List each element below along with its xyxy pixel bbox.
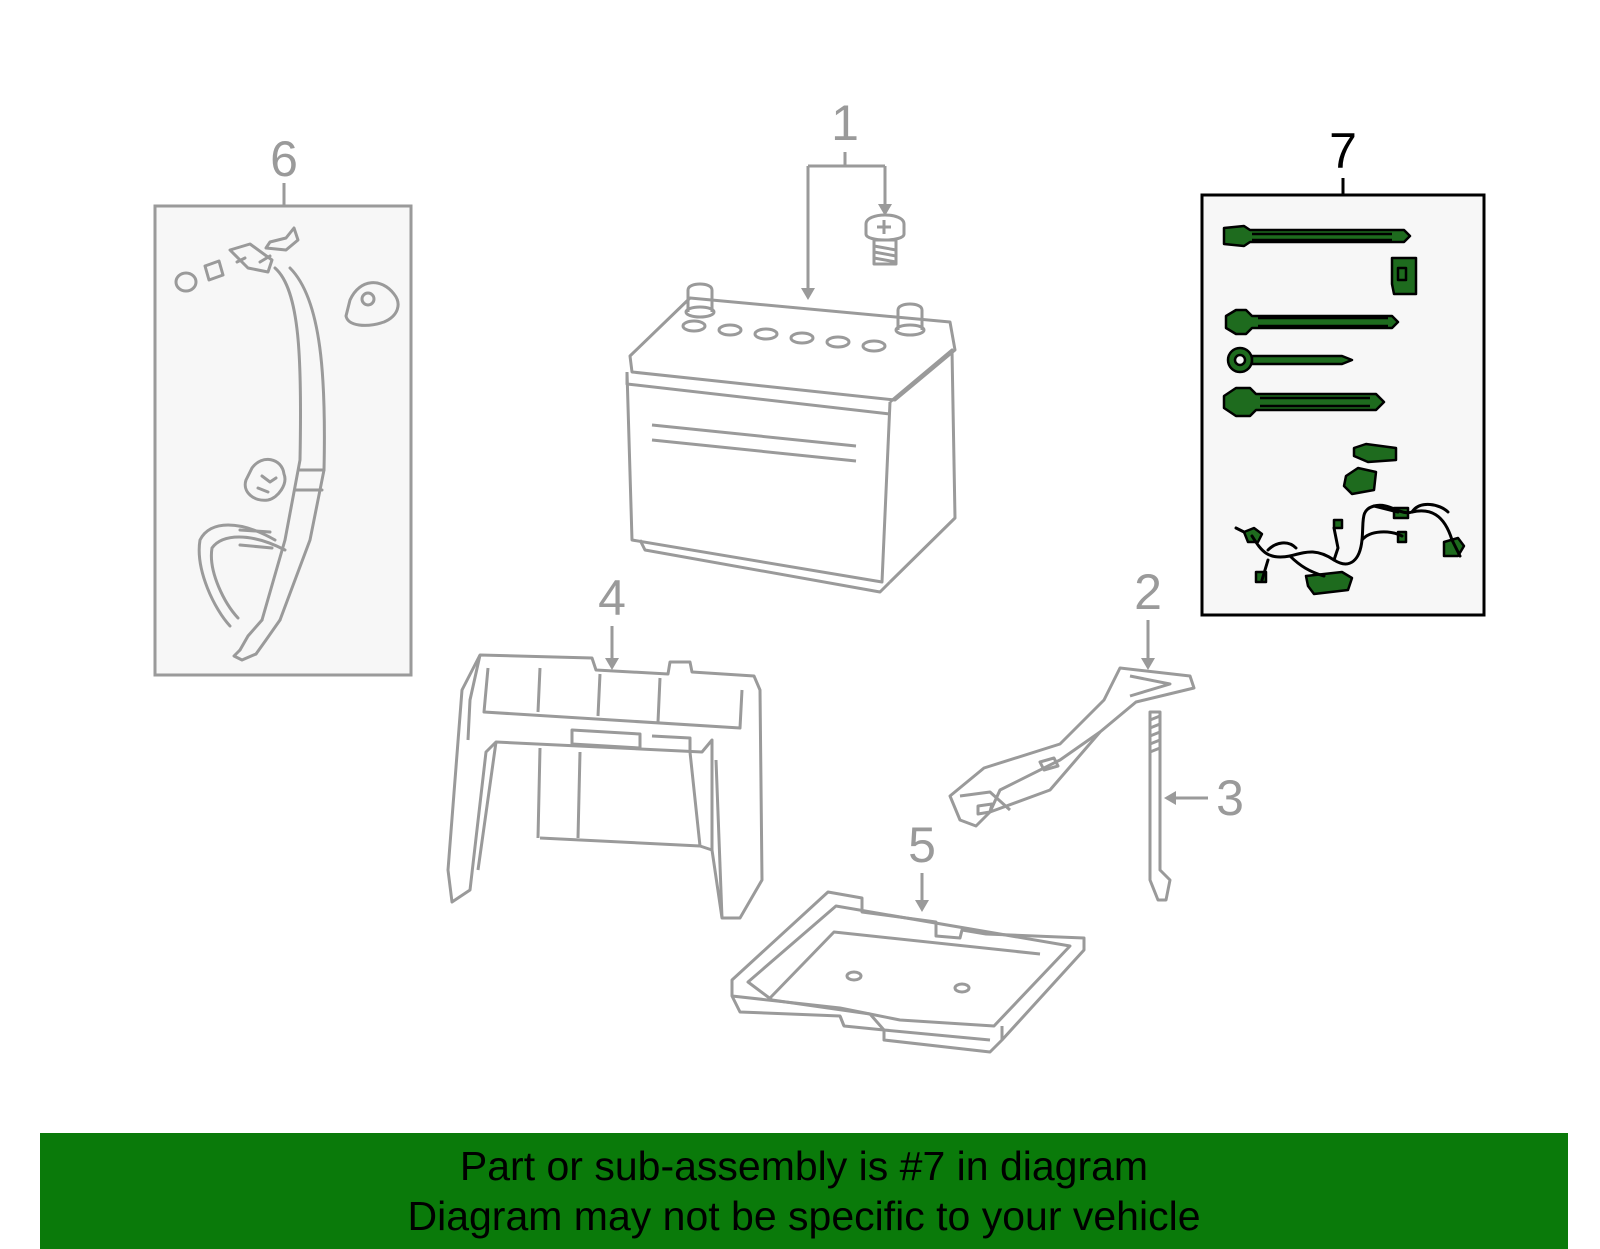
part-4-group[interactable]: 4 [446,570,764,920]
banner-line-1: Part or sub-assembly is #7 in diagram [459,1143,1149,1189]
callout-5: 5 [908,817,936,873]
callout-7: 7 [1329,123,1357,179]
battery-box-drawing [446,653,764,920]
callout-3: 3 [1216,770,1244,826]
callout-3-arrow [1164,791,1176,805]
part-7-group[interactable]: 7 [1200,123,1486,617]
battery-cable-drawing [174,226,400,662]
callout-5-arrow [915,900,929,912]
callout-1-arrow-bolt [878,204,892,216]
callout-4-arrow [605,658,619,670]
hold-down-bracket-drawing [948,666,1196,828]
banner-line-2: Diagram may not be specific to your vehi… [407,1193,1201,1239]
callout-2: 2 [1134,564,1162,620]
callout-2-arrow [1141,658,1155,670]
part-5-group[interactable]: 5 [730,817,1086,1054]
info-banner: Part or sub-assembly is #7 in diagram Di… [40,1133,1568,1249]
callout-1-arrow-battery [801,288,815,300]
part-1-group[interactable]: 1 [625,95,957,594]
part-3-group[interactable]: 3 [1148,710,1244,902]
clip-kit-drawing [1222,224,1466,596]
part-2-group[interactable]: 2 [948,564,1196,828]
battery-drawing [625,282,957,594]
hold-down-rod-drawing [1148,710,1172,902]
callout-6: 6 [270,131,298,187]
callout-4: 4 [598,570,626,626]
part-6-group[interactable]: 6 [153,131,413,677]
callout-1-leaders [806,152,887,290]
wire-harness-drawing [1234,503,1462,582]
terminal-bolt-drawing [864,213,906,266]
battery-tray-drawing [730,890,1086,1054]
callout-1: 1 [831,95,859,151]
